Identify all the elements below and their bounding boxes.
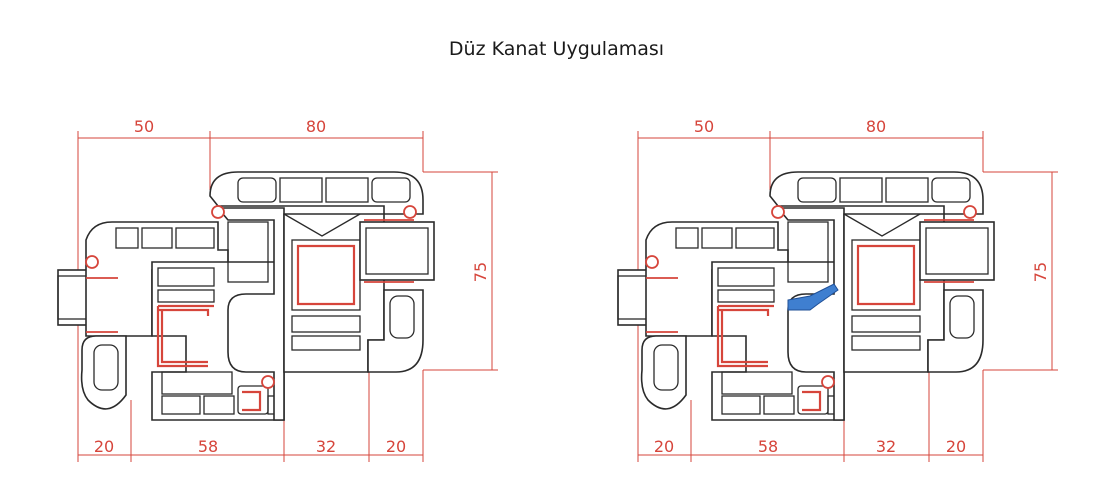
dim-side: 75 — [471, 262, 490, 282]
dim-bottom-2: 58 — [758, 437, 778, 456]
dim-bottom-1: 20 — [94, 437, 114, 456]
dim-bottom-3: 32 — [316, 437, 336, 456]
dim-top-2: 80 — [306, 117, 326, 136]
dim-bottom-4: 20 — [386, 437, 406, 456]
dim-bottom-2: 58 — [198, 437, 218, 456]
dim-top-2: 80 — [866, 117, 886, 136]
dim-side: 75 — [1031, 262, 1050, 282]
dim-top-1: 50 — [134, 117, 154, 136]
dim-bottom-4: 20 — [946, 437, 966, 456]
section-right: 50 80 75 20 58 32 20 — [616, 117, 1060, 464]
page-title: Düz Kanat Uygulaması — [448, 38, 665, 60]
section-left: 50 80 75 20 58 32 20 — [56, 117, 500, 464]
reinforcement-highlight — [787, 283, 839, 311]
dim-bottom-3: 32 — [876, 437, 896, 456]
dim-bottom-1: 20 — [654, 437, 674, 456]
dim-top-1: 50 — [694, 117, 714, 136]
